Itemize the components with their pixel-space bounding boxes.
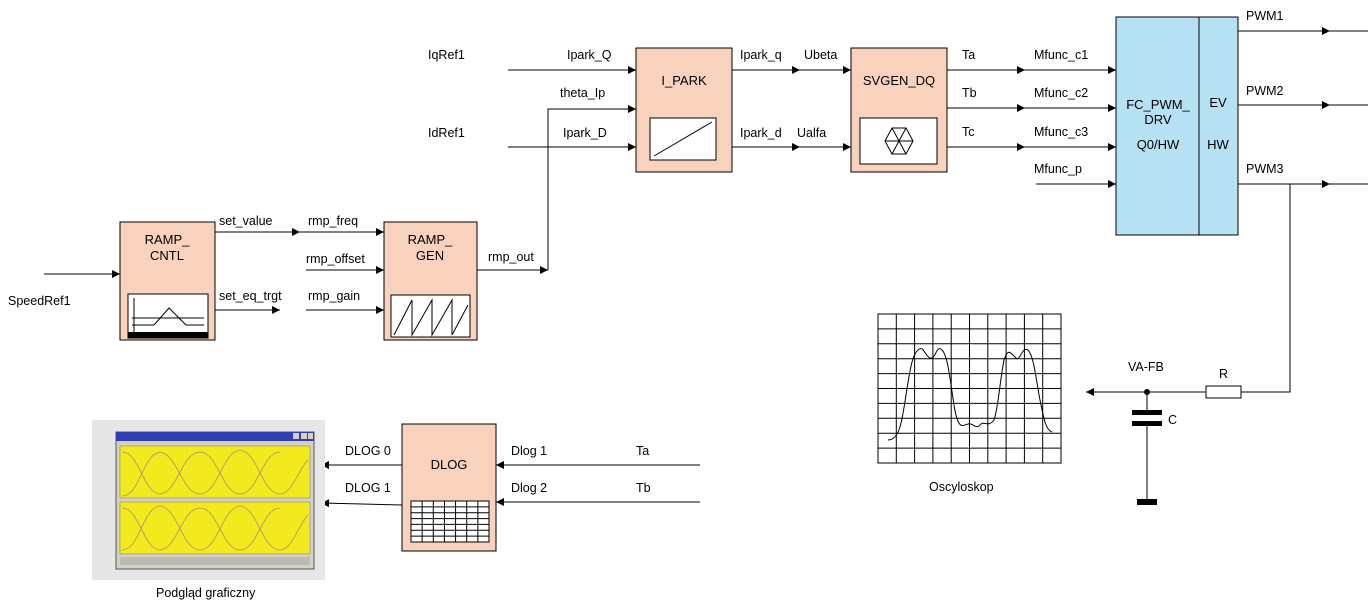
i-park-title: I_PARK xyxy=(661,73,707,88)
svgen-ta-label: Ta xyxy=(962,48,975,62)
pwm-title-1: FC_PWM_ xyxy=(1126,97,1190,112)
ramp-gen-title-2: GEN xyxy=(416,248,444,263)
resistor-symbol xyxy=(1206,386,1241,398)
dlog-block: DLOG xyxy=(402,424,496,551)
ev-label: EV xyxy=(1209,95,1227,110)
ipark-q-out-label: Ipark_q xyxy=(740,48,782,62)
resistor-label: R xyxy=(1219,367,1228,381)
svgen-dq-block: SVGEN_DQ xyxy=(851,48,947,172)
svgen-tc-label: Tc xyxy=(962,125,975,139)
ramp-gen-title-1: RAMP_ xyxy=(408,232,454,247)
svgen-tb-label: Tb xyxy=(962,86,977,100)
ipark-q-in-label: Ipark_Q xyxy=(567,48,612,62)
i-park-block: I_PARK xyxy=(636,48,732,172)
mfunc-p-label: Mfunc_p xyxy=(1034,162,1082,176)
theta-ip-label: theta_Ip xyxy=(560,86,605,100)
rmp-freq-label: rmp_freq xyxy=(308,214,358,228)
dlog-sig-tb-label: Tb xyxy=(636,481,651,495)
svgen-title: SVGEN_DQ xyxy=(863,73,935,88)
preview-caption: Podgląd graficzny xyxy=(156,586,256,600)
mfunc-c3-label: Mfunc_c3 xyxy=(1034,125,1088,139)
preview-plot-bottom xyxy=(120,502,310,554)
va-fb-label: VA-FB xyxy=(1128,360,1164,374)
oscilloscope-screen: Oscyloskop xyxy=(878,314,1061,494)
rmp-out-label: rmp_out xyxy=(488,250,534,264)
dlog-sig-ta-label: Ta xyxy=(636,444,649,458)
preview-plot-top xyxy=(120,446,310,498)
mfunc-c1-label: Mfunc_c1 xyxy=(1034,48,1088,62)
ubeta-label: Ubeta xyxy=(804,48,837,62)
mfunc-c2-label: Mfunc_c2 xyxy=(1034,86,1088,100)
pwm2-label: PWM2 xyxy=(1246,84,1284,98)
speed-ref-label: SpeedRef1 xyxy=(8,294,71,308)
ualfa-label: Ualfa xyxy=(797,126,826,140)
ramp-cntl-block: RAMP_ CNTL xyxy=(120,222,215,340)
ramp-cntl-title-2: CNTL xyxy=(150,248,184,263)
rmp-offset-label: rmp_offset xyxy=(306,252,365,266)
dlog-out1-label: DLOG 1 xyxy=(345,481,391,495)
dlog-title: DLOG xyxy=(431,457,468,472)
ground-symbol xyxy=(1137,499,1157,505)
oscilloscope-caption: Oscyloskop xyxy=(929,480,994,494)
id-ref-label: IdRef1 xyxy=(428,126,465,140)
graphic-preview-window: Podgląd graficzny xyxy=(92,420,325,600)
pwm-title-2: DRV xyxy=(1144,112,1172,127)
set-value-label: set_value xyxy=(219,214,273,228)
iq-ref-label: IqRef1 xyxy=(428,48,465,62)
set-eq-trgt-label: set_eq_trgt xyxy=(219,289,282,303)
hw-label: HW xyxy=(1207,137,1229,152)
rmp-gain-label: rmp_gain xyxy=(308,289,360,303)
ramp-gen-block: RAMP_ GEN xyxy=(384,222,477,340)
pwm1-label: PWM1 xyxy=(1246,9,1284,23)
preview-titlebar xyxy=(116,432,314,441)
capacitor-symbol xyxy=(1132,410,1162,415)
ramp-cntl-title-1: RAMP_ xyxy=(145,232,191,247)
pwm-title-3: Q0/HW xyxy=(1137,137,1180,152)
ipark-d-in-label: Ipark_D xyxy=(563,126,607,140)
ramp-gen-icon xyxy=(391,295,470,337)
dlog-table-icon xyxy=(411,501,489,542)
dlog-out0-label: DLOG 0 xyxy=(345,444,391,458)
pwm3-label: PWM3 xyxy=(1246,162,1284,176)
dlog-in1-label: Dlog 1 xyxy=(511,444,547,458)
capacitor-label: C xyxy=(1168,413,1177,427)
dlog-in2-label: Dlog 2 xyxy=(511,481,547,495)
ipark-d-out-label: Ipark_d xyxy=(740,126,782,140)
ramp-cntl-icon xyxy=(128,294,208,338)
pwm-driver-block: FC_PWM_ DRV Q0/HW EV HW xyxy=(1116,17,1238,235)
